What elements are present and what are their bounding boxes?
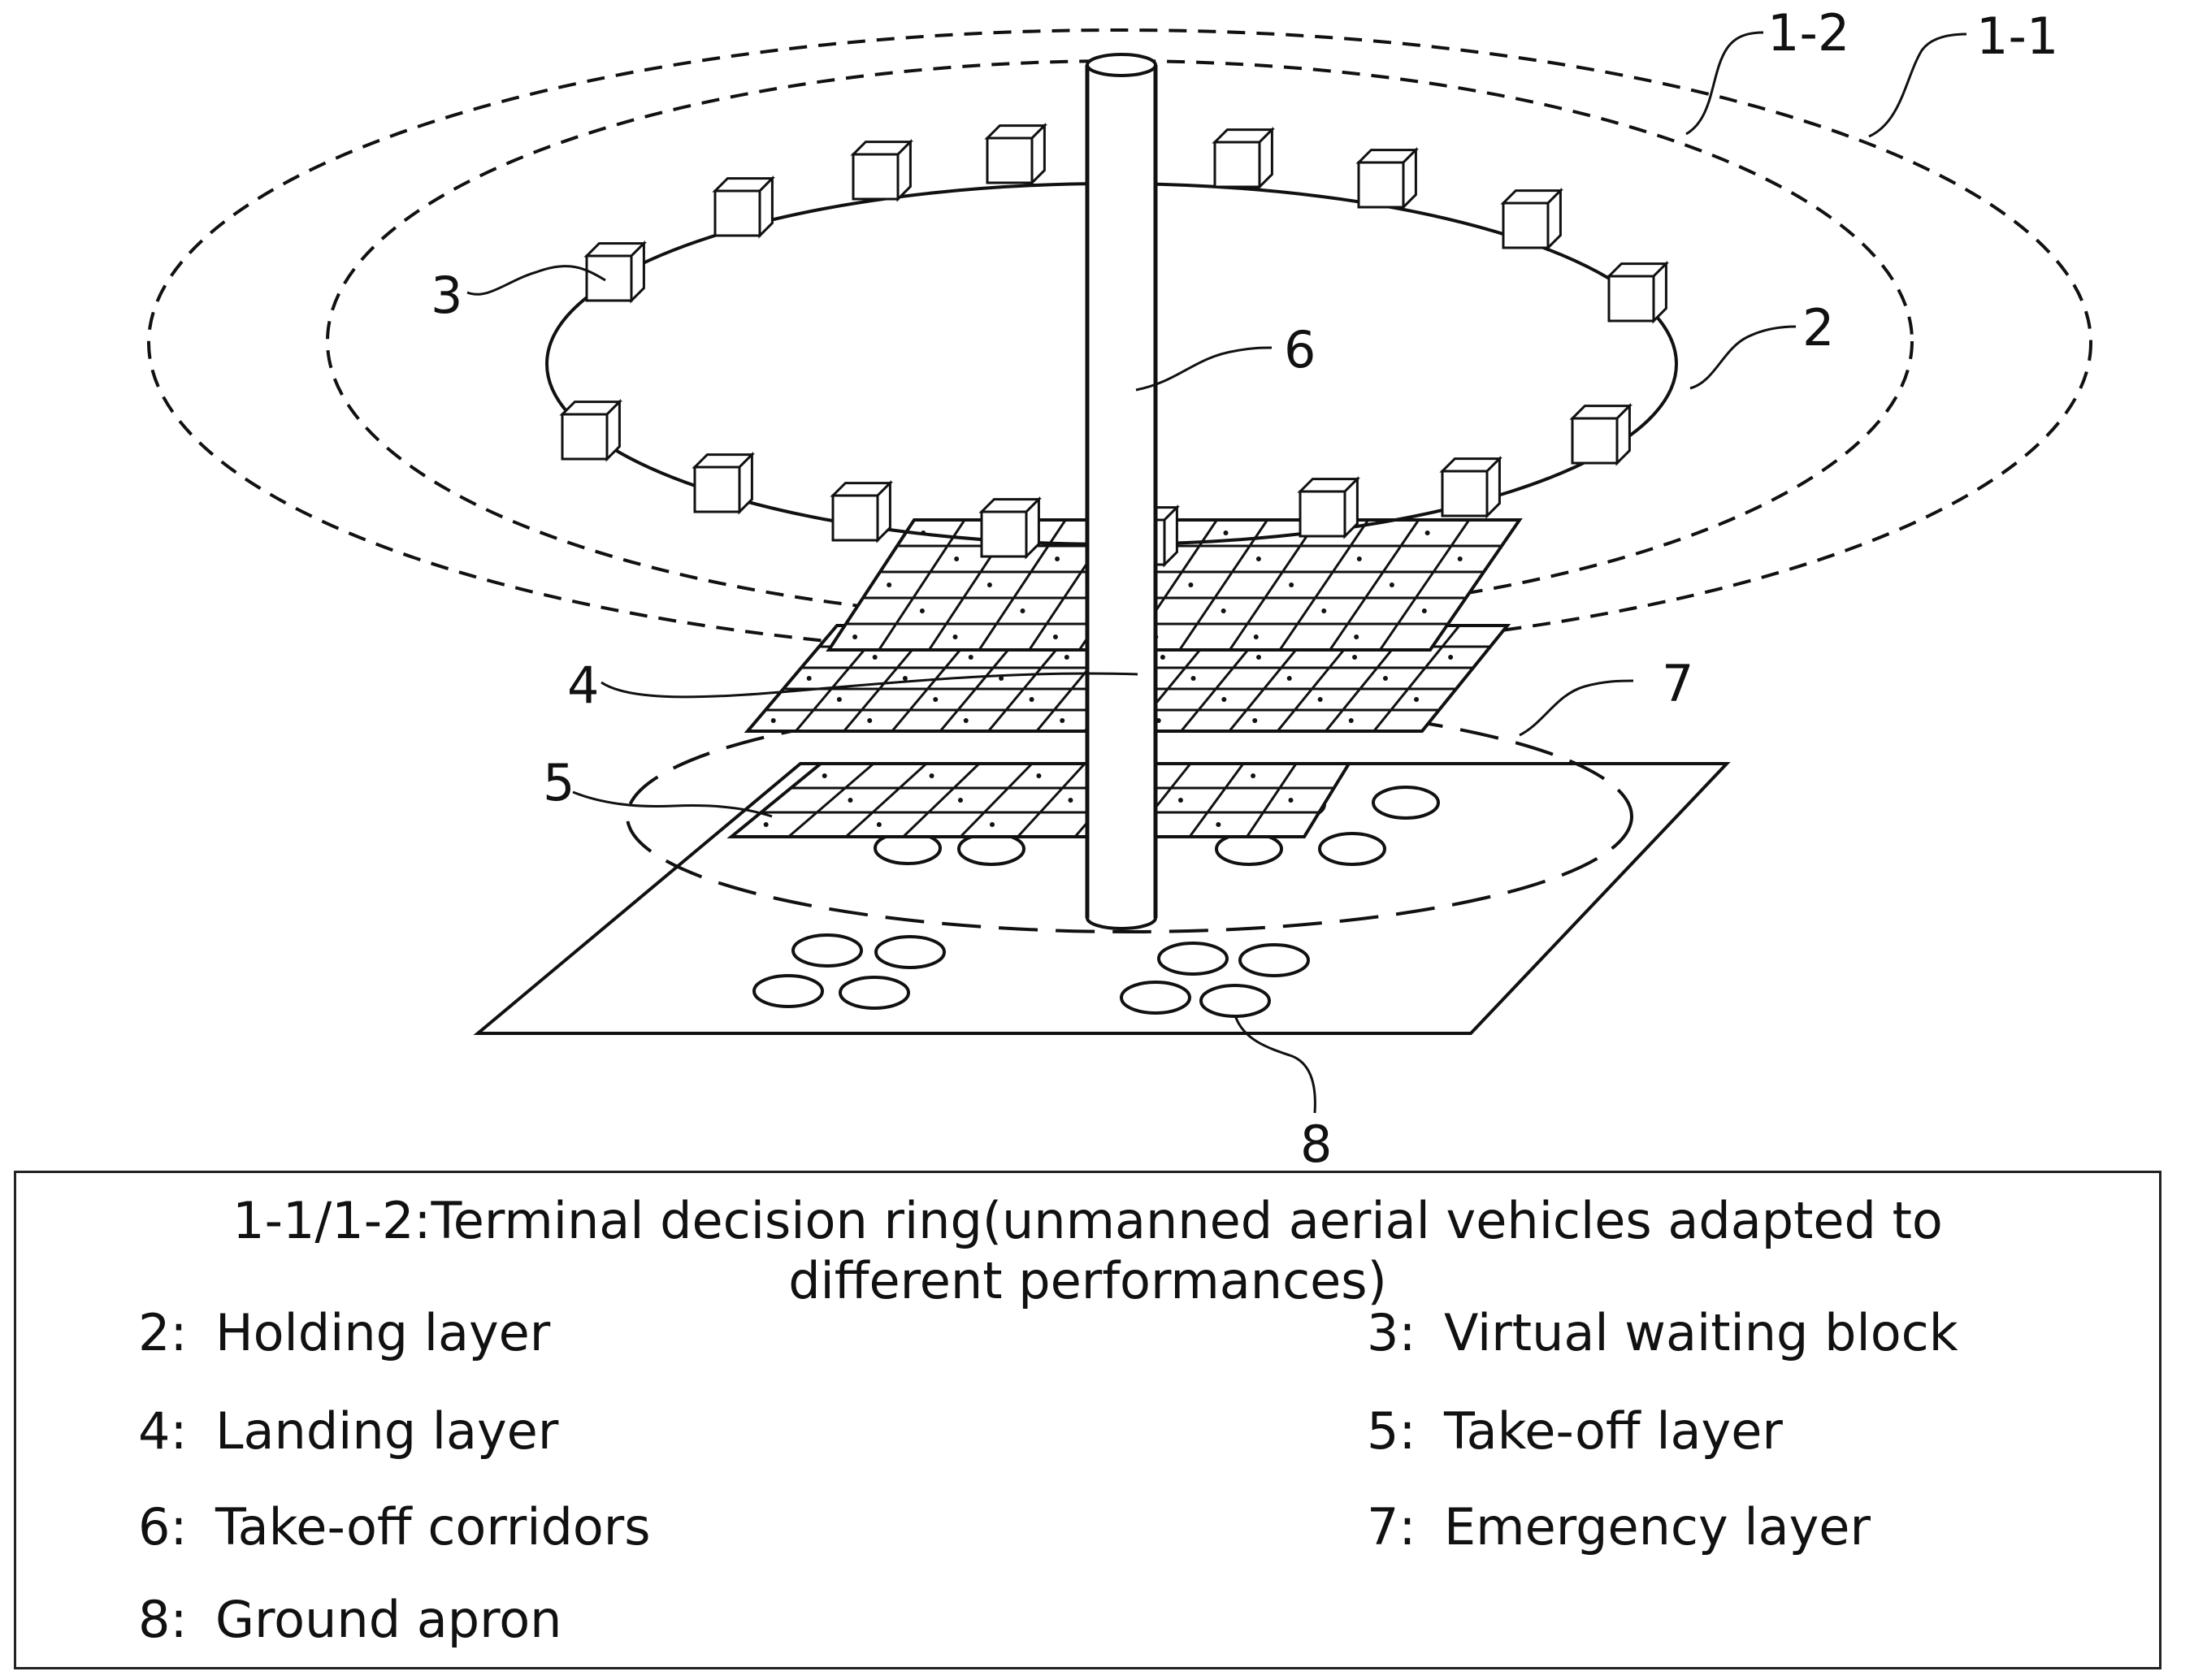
legend-item-holding-layer: 2: Holding layer bbox=[138, 1303, 550, 1363]
label-8: 8 bbox=[1300, 1115, 1332, 1170]
label-4: 4 bbox=[567, 656, 599, 715]
leader-4 bbox=[601, 672, 1138, 699]
label-3: 3 bbox=[431, 266, 462, 325]
legend-item-landing-layer: 4: Landing layer bbox=[138, 1401, 558, 1461]
takeoff-layer-grid bbox=[726, 762, 1352, 838]
leader-3 bbox=[466, 265, 606, 296]
legend-item-number: 2: bbox=[138, 1303, 188, 1362]
legend-item-text: Holding layer bbox=[215, 1303, 551, 1362]
legend-item-emergency-layer: 7: Emergency layer bbox=[1367, 1497, 1871, 1557]
legend-item-virtual-waiting-block: 3: Virtual waiting block bbox=[1367, 1303, 1958, 1363]
legend-title: 1-1/1-2:Terminal decision ring(unmanned … bbox=[232, 1191, 1943, 1311]
leader-1-2 bbox=[1685, 31, 1764, 136]
legend-item-number: 7: bbox=[1367, 1497, 1416, 1557]
legend-item-text: Landing layer bbox=[215, 1401, 559, 1461]
legend-item-number: 3: bbox=[1367, 1303, 1416, 1362]
terminal-decision-ring-outer bbox=[147, 28, 2092, 657]
legend-item-text: Emergency layer bbox=[1444, 1497, 1871, 1557]
legend-item-takeoff-layer: 5: Take-off layer bbox=[1367, 1401, 1783, 1461]
takeoff-corridor bbox=[1085, 53, 1158, 930]
leader-lines bbox=[466, 31, 1967, 1114]
leader-8 bbox=[1234, 1015, 1316, 1114]
legend-item-text: Take-off layer bbox=[1444, 1401, 1783, 1461]
legend-item-ground-apron: 8: Ground apron bbox=[138, 1590, 562, 1650]
label-1-1: 1-1 bbox=[1976, 6, 2058, 66]
leader-6 bbox=[1135, 346, 1273, 392]
vertiport-airspace-diagram: 1-2 1-1 2 3 6 4 7 5 8 bbox=[147, 3, 2092, 1170]
label-7: 7 bbox=[1662, 654, 1693, 713]
legend-item-text: Take-off corridors bbox=[215, 1497, 651, 1557]
legend-item-takeoff-corridors: 6: Take-off corridors bbox=[138, 1497, 651, 1557]
legend-item-number: 6: bbox=[138, 1497, 188, 1557]
ground-pads bbox=[752, 933, 1310, 1018]
label-2: 2 bbox=[1802, 298, 1834, 357]
label-5: 5 bbox=[543, 753, 575, 812]
legend-box: 1-1/1-2:Terminal decision ring(unmanned … bbox=[14, 1171, 2161, 1669]
leader-1-1 bbox=[1868, 32, 1967, 138]
leader-2 bbox=[1689, 325, 1797, 390]
leader-5 bbox=[572, 790, 773, 818]
legend-item-number: 4: bbox=[138, 1401, 188, 1461]
label-6: 6 bbox=[1284, 320, 1316, 379]
leader-7 bbox=[1519, 679, 1634, 737]
legend-item-text: Virtual waiting block bbox=[1444, 1303, 1958, 1362]
legend-item-text: Ground apron bbox=[215, 1590, 562, 1649]
legend-item-number: 8: bbox=[138, 1590, 188, 1649]
label-1-2: 1-2 bbox=[1767, 3, 1849, 63]
legend-item-number: 5: bbox=[1367, 1401, 1416, 1461]
